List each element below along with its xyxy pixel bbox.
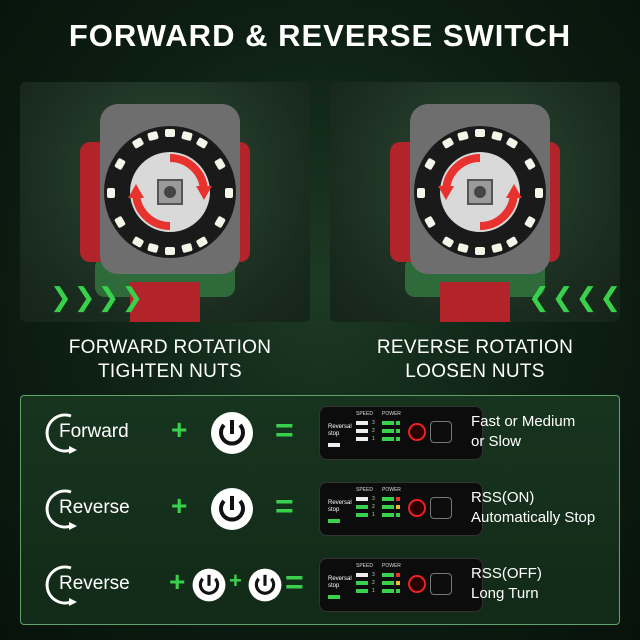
chevron-right-icon: ❯	[73, 282, 96, 312]
speed-label: SPEED	[356, 411, 373, 417]
chevron-left-icon: ❮	[575, 282, 598, 312]
power-bar	[382, 437, 394, 441]
power-bar	[382, 573, 394, 577]
speed-label: SPEED	[356, 563, 373, 569]
plus-sign: +	[229, 568, 242, 593]
reversal-indicator	[328, 595, 340, 599]
power-icon	[211, 488, 253, 530]
chevron-right-icon: ❯	[97, 282, 120, 312]
plus-sign: +	[171, 414, 188, 445]
control-display: SPEED POWER Reversal stop 3 2 1	[319, 406, 483, 460]
power-bar	[382, 421, 394, 425]
mode-row-forward: Forward + = SPEED POWER Reversal stop 3 …	[21, 398, 621, 468]
reverse-chevrons: ❮ ❮ ❮ ❮	[528, 284, 621, 310]
impact-wrench-reverse-image	[390, 104, 560, 322]
caption-line: TIGHTEN NUTS	[98, 361, 242, 382]
power-bar	[382, 589, 394, 593]
power-icon	[211, 412, 253, 454]
reversal-stop-label: Reversal stop	[328, 576, 352, 589]
impact-wrench-forward-image	[80, 104, 250, 322]
reversal-indicator	[328, 443, 340, 447]
speed-selection-icon	[430, 421, 452, 443]
reversal-stop-label: Reversal stop	[328, 500, 352, 513]
power-bar	[382, 497, 394, 501]
mode-reverse: Reverse	[41, 486, 161, 532]
mode-forward: Forward	[41, 410, 161, 456]
power-indicator-icon	[408, 499, 426, 517]
power-bar	[382, 513, 394, 517]
speed-bar	[356, 513, 368, 517]
equals-sign: =	[285, 564, 304, 600]
power-label: POWER	[382, 487, 401, 493]
result-text: RSS(ON) Automatically Stop	[471, 489, 596, 526]
speed-selection-icon	[430, 573, 452, 595]
reverse-panel	[330, 82, 620, 322]
equals-sign: =	[275, 412, 294, 448]
speed-bar	[356, 505, 368, 509]
caption-line: LOOSEN NUTS	[405, 361, 545, 382]
rotation-arrow-icon	[45, 489, 77, 530]
speed-bar	[356, 429, 368, 433]
mode-row-reverse-rss-off: Reverse + + = SPEED POWER Reversal stop	[21, 550, 621, 620]
forward-caption: FORWARD ROTATION TIGHTEN NUTS	[20, 336, 320, 384]
reverse-caption: REVERSE ROTATION LOOSEN NUTS	[325, 336, 625, 384]
power-indicator-icon	[408, 423, 426, 441]
power-label: POWER	[382, 563, 401, 569]
equals-sign: =	[275, 488, 294, 524]
control-display: SPEED POWER Reversal stop 3 2 1	[319, 558, 483, 612]
caption-line: REVERSE ROTATION	[376, 337, 574, 358]
chevron-right-icon: ❯	[50, 282, 72, 312]
power-bar	[382, 429, 394, 433]
power-label: POWER	[382, 411, 401, 417]
speed-bar	[356, 581, 368, 585]
mode-instructions: Forward + = SPEED POWER Reversal stop 3 …	[20, 395, 620, 625]
result-text: RSS(OFF) Long Turn	[471, 565, 542, 602]
caption-line: FORWARD ROTATION	[68, 337, 272, 358]
chevron-left-icon: ❮	[528, 282, 550, 312]
result-text: Fast or Medium or Slow	[471, 413, 576, 450]
control-display: SPEED POWER Reversal stop 3 2 1	[319, 482, 483, 536]
mode-label: Reverse	[59, 497, 130, 518]
speed-selection-icon	[430, 497, 452, 519]
speed-label: SPEED	[356, 487, 373, 493]
speed-bar	[356, 421, 368, 425]
reversal-stop-label: Reversal stop	[328, 424, 352, 437]
forward-chevrons: ❯ ❯ ❯ ❯	[50, 284, 143, 310]
reversal-indicator	[328, 519, 340, 523]
mode-reverse: Reverse	[41, 562, 161, 608]
headline: FORWARD & REVERSE SWITCH	[68, 18, 572, 53]
mode-label: Reverse	[59, 573, 130, 594]
speed-bar	[356, 573, 368, 577]
mode-row-reverse-rss-on: Reverse + = SPEED POWER Reversal stop 3 …	[21, 474, 621, 544]
chevron-left-icon: ❮	[599, 282, 622, 312]
plus-sign: +	[171, 490, 188, 521]
forward-panel	[20, 82, 310, 322]
chevron-left-icon: ❮	[551, 282, 574, 312]
power-icon	[192, 568, 226, 602]
plus-sign: +	[169, 566, 186, 597]
power-icon	[248, 568, 282, 602]
speed-bar	[356, 437, 368, 441]
speed-bar	[356, 589, 368, 593]
chevron-right-icon: ❯	[121, 282, 144, 312]
power-bar	[382, 581, 394, 585]
speed-bar	[356, 497, 368, 501]
power-indicator-icon	[408, 575, 426, 593]
mode-label: Forward	[59, 421, 129, 442]
rotation-arrow-icon	[45, 413, 77, 454]
power-bar	[382, 505, 394, 509]
rotation-arrow-icon	[45, 565, 77, 606]
